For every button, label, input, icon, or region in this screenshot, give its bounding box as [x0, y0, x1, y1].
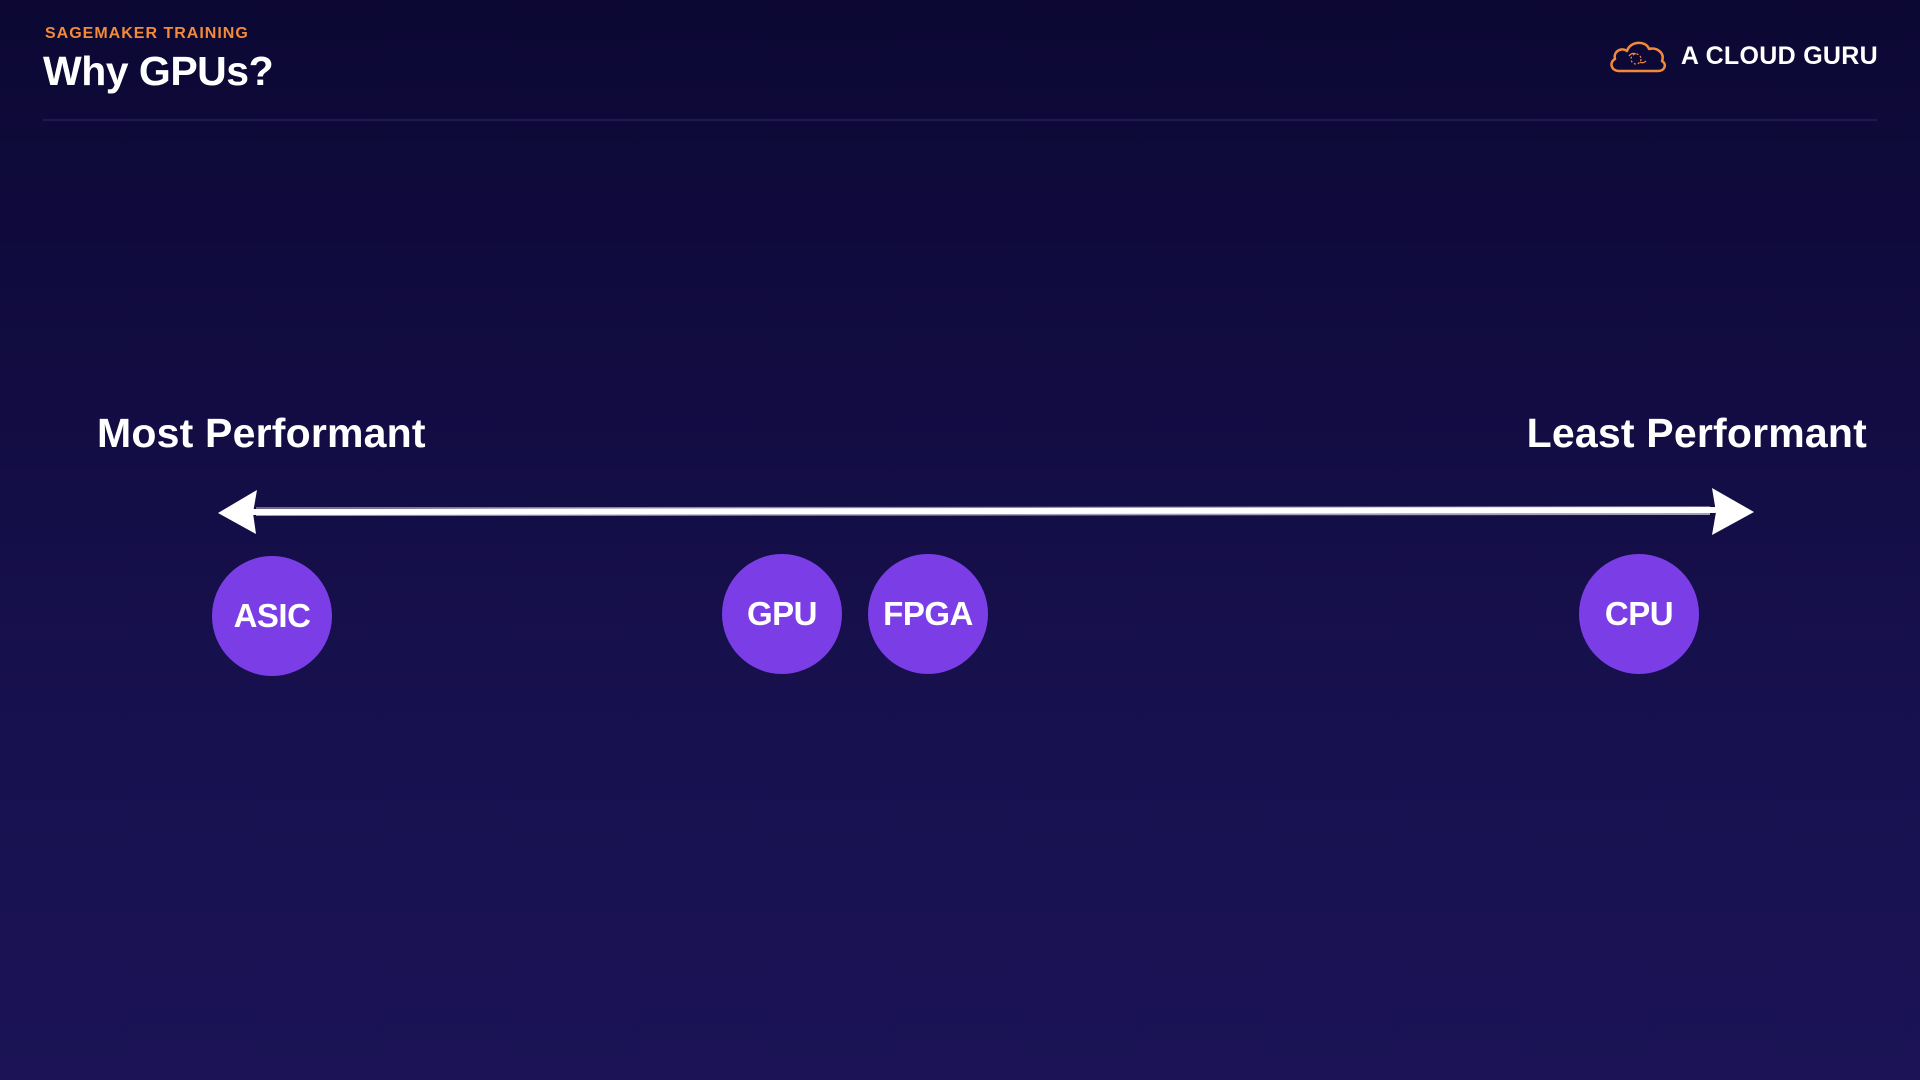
- fpga-node: FPGA: [868, 554, 988, 674]
- cpu-node: CPU: [1579, 554, 1699, 674]
- section-eyebrow: SAGEMAKER TRAINING: [45, 25, 249, 42]
- header-divider: [43, 119, 1877, 121]
- double-headed-arrow-icon: [210, 486, 1760, 536]
- cloud-logo-icon: [1607, 38, 1669, 74]
- least-performant-label: Least Performant: [1526, 410, 1867, 456]
- most-performant-label: Most Performant: [97, 410, 426, 456]
- brand-name: A CLOUD GURU: [1680, 41, 1878, 70]
- slide-title: Why GPUs?: [43, 48, 274, 94]
- brand-logo: A CLOUD GURU: [1607, 38, 1878, 74]
- asic-node: ASIC: [212, 556, 332, 676]
- gpu-node: GPU: [722, 554, 842, 674]
